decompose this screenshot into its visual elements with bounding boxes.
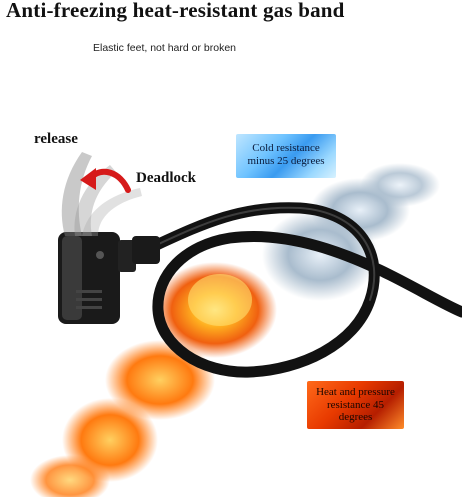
release-label: release — [34, 131, 78, 147]
lever-graphic — [61, 152, 142, 236]
heat-badge-line1: Heat and pressure — [316, 386, 395, 398]
ice-graphic — [262, 163, 440, 301]
subtitle: Elastic feet, not hard or broken — [93, 42, 236, 54]
page-title: Anti-freezing heat-resistant gas band — [6, 0, 345, 22]
cold-resistance-badge: Cold resistance minus 25 degrees — [236, 134, 336, 178]
nozzle-head-graphic — [58, 232, 160, 324]
arrow-icon — [80, 168, 131, 193]
hose-graphic — [144, 202, 462, 378]
heat-badge-line3: degrees — [338, 411, 373, 423]
heat-resistance-badge: Heat and pressure resistance 45 degrees — [307, 381, 404, 429]
cold-badge-line1: Cold resistance — [252, 142, 320, 154]
cold-badge-text: Cold resistance minus 25 degrees — [236, 142, 336, 168]
cold-badge-line2: minus 25 degrees — [247, 155, 325, 167]
heat-badge-line2: resistance 45 — [326, 398, 385, 411]
heat-badge-text: Heat and pressure resistance 45 degrees — [307, 386, 404, 424]
deadlock-label: Deadlock — [136, 170, 196, 186]
